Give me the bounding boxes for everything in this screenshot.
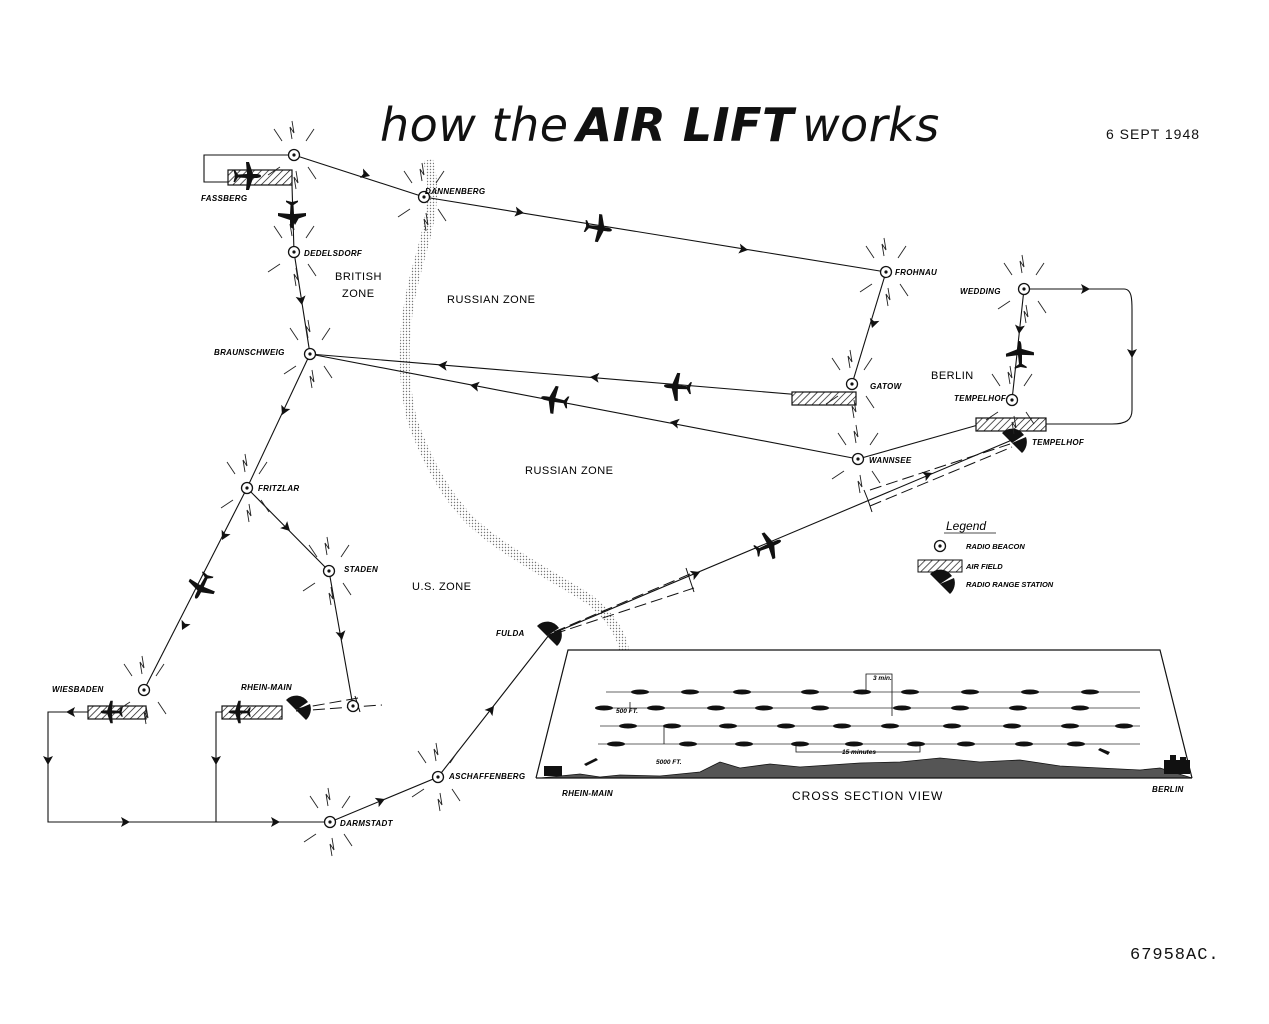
plane-icon xyxy=(750,527,787,565)
label-darmstadt: DARMSTADT xyxy=(340,819,394,828)
plane-icon xyxy=(1005,340,1035,370)
range-beams xyxy=(295,443,1013,712)
beacon-aschaffenberg xyxy=(431,770,445,784)
cross-section-separation: 3 min. xyxy=(873,675,892,682)
legend-label-air-field: AIR FIELD xyxy=(965,562,1003,571)
label-staden: STADEN xyxy=(344,565,378,574)
legend: Legend RADIO BEACON AIR FIELD RADIO RANG… xyxy=(917,519,1054,594)
cross-section-frame xyxy=(535,649,1193,779)
flight-routes xyxy=(47,154,1133,823)
beacon-tempelhof xyxy=(1005,393,1019,407)
airfield-gatow xyxy=(791,391,857,406)
label-fulda: FULDA xyxy=(496,629,525,638)
plane-icon xyxy=(582,212,615,245)
cross-section-title: CROSS SECTION VIEW xyxy=(792,789,943,803)
cross-section-planes xyxy=(584,689,1133,766)
zone-boundary xyxy=(399,158,629,651)
plane-icon xyxy=(183,567,221,605)
beacon-fritzlar xyxy=(240,481,254,495)
station-labels: FASSBERG DANNENBERG DEDELSDORF BRAUNSCHW… xyxy=(52,187,1085,828)
range-station-fulda xyxy=(537,621,562,646)
plane-icon xyxy=(100,700,123,724)
plane-icon xyxy=(228,700,251,724)
legend-label-radio-range-station: RADIO RANGE STATION xyxy=(966,580,1054,589)
zone-british-line-2: ZONE xyxy=(342,288,375,300)
route-arrows xyxy=(43,168,1137,827)
zone-russian-north: RUSSIAN ZONE xyxy=(447,294,536,306)
zone-british-line-1: BRITISH xyxy=(335,271,382,283)
terrain-profile xyxy=(539,757,1193,779)
label-tempelhof-beacon: TEMPELHOF xyxy=(954,394,1007,403)
label-frohnau: FROHNAU xyxy=(895,268,937,277)
beacon-darmstadt xyxy=(323,815,337,829)
plane-icon xyxy=(278,200,306,228)
title-prefix: how the xyxy=(380,98,569,152)
title-emphasis: AIR LIFT xyxy=(576,98,794,152)
beacon-gatow xyxy=(845,377,859,391)
label-dedelsdorf: DEDELSDORF xyxy=(304,249,363,258)
plane-icon xyxy=(662,371,693,403)
zone-labels: BRITISH ZONE RUSSIAN ZONE RUSSIAN ZONE U… xyxy=(335,271,974,593)
radio-beacon-icon xyxy=(933,539,947,553)
date-stamp: 6 SEPT 1948 xyxy=(1106,126,1201,142)
beacon-frohnau xyxy=(879,265,893,279)
airfield-fassberg xyxy=(227,169,293,186)
cross-section-left-label: RHEIN-MAIN xyxy=(562,789,613,798)
reference-number: 67958AC. xyxy=(1130,946,1220,965)
legend-label-radio-beacon: RADIO BEACON xyxy=(966,542,1025,551)
range-station-rhein-main xyxy=(286,695,311,720)
label-wannsee: WANNSEE xyxy=(869,456,912,465)
beacon-wedding xyxy=(1017,282,1031,296)
label-dannenberg: DANNENBERG xyxy=(425,187,485,196)
label-gatow: GATOW xyxy=(870,382,903,391)
beacon-rhein-main xyxy=(346,699,360,713)
beacon-dedelsdorf xyxy=(287,245,301,259)
title-suffix: works xyxy=(801,98,940,152)
cross-section-level-gap: 500 FT. xyxy=(616,708,638,715)
aircraft xyxy=(100,162,1035,724)
beacon-fassberg xyxy=(287,148,301,162)
label-rhein-main: RHEIN-MAIN xyxy=(241,683,292,692)
beacon-wiesbaden xyxy=(137,683,151,697)
label-wedding: WEDDING xyxy=(960,287,1001,296)
label-wiesbaden: WIESBADEN xyxy=(52,685,104,694)
cross-section-right-label: BERLIN xyxy=(1152,785,1184,794)
zone-berlin: BERLIN xyxy=(931,370,974,382)
label-fritzlar: FRITZLAR xyxy=(258,484,300,493)
label-braunschweig: BRAUNSCHWEIG xyxy=(214,348,285,357)
label-tempelhof-field: TEMPELHOF xyxy=(1032,438,1085,447)
plane-icon xyxy=(538,383,571,417)
radio-range-station-icon xyxy=(930,569,955,594)
cross-section: 3 min. 500 FT. 5000 FT. 15 minutes RHEIN… xyxy=(535,649,1193,803)
zone-us: U.S. ZONE xyxy=(412,581,472,593)
label-aschaffenberg: ASCHAFFENBERG xyxy=(448,772,525,781)
beacon-staden xyxy=(322,564,336,578)
cross-section-interval: 15 minutes xyxy=(842,749,876,756)
beacon-braunschweig xyxy=(303,347,317,361)
cross-section-base-altitude: 5000 FT. xyxy=(656,759,682,766)
legend-heading: Legend xyxy=(946,519,986,533)
plane-icon xyxy=(233,162,261,190)
zone-russian-south: RUSSIAN ZONE xyxy=(525,465,614,477)
label-fassberg: FASSBERG xyxy=(201,194,247,203)
beacon-wannsee xyxy=(851,452,865,466)
